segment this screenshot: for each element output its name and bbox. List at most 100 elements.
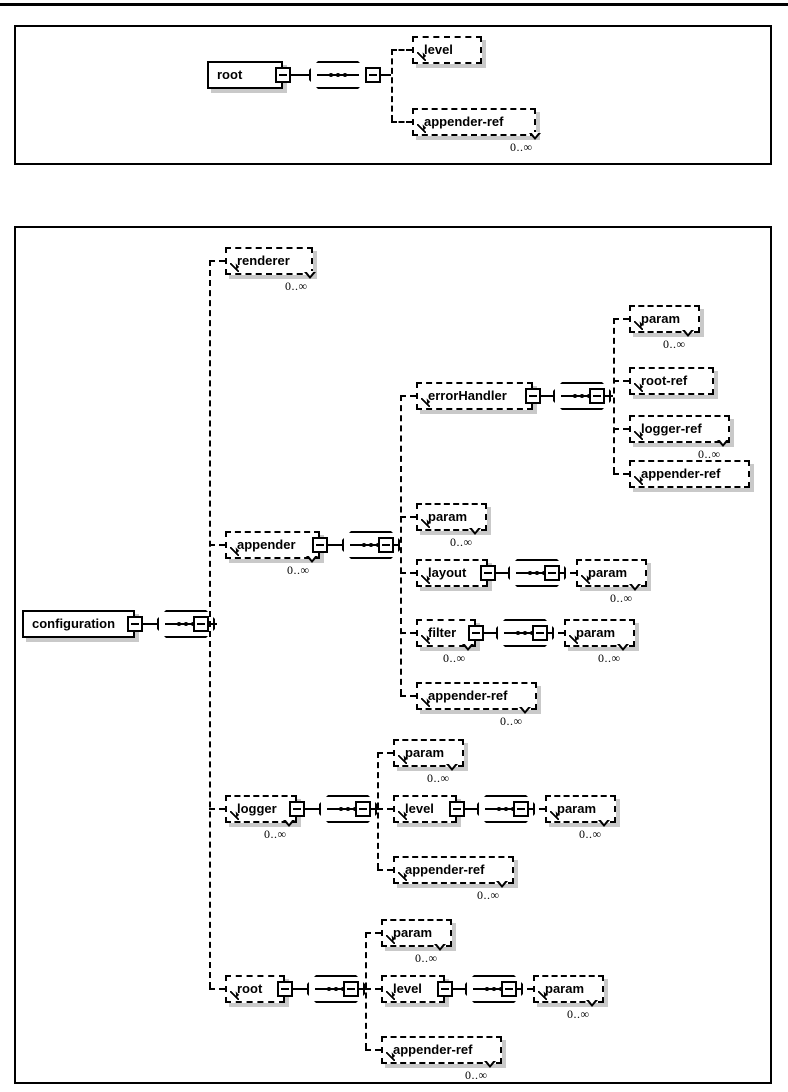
element-root-appender-ref-label: appender-ref bbox=[393, 1042, 473, 1057]
element-eh-logger-ref-label: logger-ref bbox=[641, 421, 702, 436]
element-level[interactable]: level bbox=[412, 36, 482, 64]
element-root-label: root bbox=[217, 67, 243, 82]
element-eh-appender-ref-label: appender-ref bbox=[641, 466, 721, 481]
element-logger-collapse-toggle[interactable] bbox=[289, 801, 305, 817]
element-filter-param-label: param bbox=[576, 625, 616, 640]
element-filter-param[interactable]: param bbox=[564, 619, 635, 647]
element-root-level[interactable]: level bbox=[381, 975, 445, 1003]
element-layout[interactable]: layout bbox=[416, 559, 488, 587]
branch-line-root-appender-ref bbox=[365, 1049, 381, 1051]
repeat-chevron-eh-logger-ref bbox=[717, 439, 729, 447]
branch-line-appender-ref bbox=[391, 121, 412, 123]
sequence-layout-collapse-toggle[interactable] bbox=[544, 565, 560, 581]
element-log-param[interactable]: param bbox=[393, 739, 464, 767]
repeat-chevron-root-appender-ref bbox=[484, 1060, 496, 1068]
sequence-root2-collapse-toggle[interactable] bbox=[343, 981, 359, 997]
connector-sequence-to-branch bbox=[381, 74, 391, 76]
element-root-appender-ref[interactable]: appender-ref bbox=[381, 1036, 502, 1064]
element-app-appender-ref-label: appender-ref bbox=[428, 688, 508, 703]
element-root2[interactable]: root bbox=[225, 975, 285, 1003]
element-root2-collapse-toggle[interactable] bbox=[277, 981, 293, 997]
element-root2-label: root bbox=[237, 981, 263, 996]
branch-line-layout bbox=[400, 572, 416, 574]
connector-log-level-to-sequence bbox=[465, 808, 477, 810]
repeat-chevron-app-param bbox=[469, 527, 481, 535]
element-root-level-param-label: param bbox=[545, 981, 585, 996]
connector-appender-branch bbox=[394, 544, 400, 546]
sequence-appender-collapse-toggle[interactable] bbox=[378, 537, 394, 553]
repeat-chevron-layout-param bbox=[629, 583, 641, 591]
cardinality-layout-param: 0..∞ bbox=[610, 591, 633, 605]
element-logger[interactable]: logger bbox=[225, 795, 297, 823]
sequence-root-collapse-toggle[interactable] bbox=[365, 67, 381, 83]
element-eh-logger-ref[interactable]: logger-ref bbox=[629, 415, 730, 443]
repeat-chevron-log-level-param bbox=[598, 819, 610, 827]
branch-line-eh-appender-ref bbox=[613, 473, 629, 475]
connector-logger-to-sequence bbox=[305, 808, 319, 810]
connector-configuration-to-sequence bbox=[143, 623, 157, 625]
element-eh-param-label: param bbox=[641, 311, 681, 326]
element-errorhandler[interactable]: errorHandler bbox=[416, 382, 533, 410]
element-eh-root-ref[interactable]: root-ref bbox=[629, 367, 714, 395]
element-root-collapse-toggle[interactable] bbox=[275, 67, 291, 83]
element-log-appender-ref[interactable]: appender-ref bbox=[393, 856, 514, 884]
sequence-root-level-collapse-toggle[interactable] bbox=[501, 981, 517, 997]
element-appender-label: appender bbox=[237, 537, 296, 552]
branch-line-eh-param bbox=[613, 318, 629, 320]
connector-root-level-to-sequence bbox=[453, 988, 465, 990]
element-root[interactable]: root bbox=[207, 61, 283, 89]
sequence-log-level-collapse-toggle[interactable] bbox=[513, 801, 529, 817]
branch-line-root bbox=[209, 988, 225, 990]
element-configuration[interactable]: configuration bbox=[22, 610, 135, 638]
element-level-label: level bbox=[424, 42, 453, 57]
element-appender[interactable]: appender bbox=[225, 531, 320, 559]
branch-trunk-logger bbox=[377, 752, 379, 869]
element-log-level-param[interactable]: param bbox=[545, 795, 616, 823]
repeat-chevron-appender-ref bbox=[529, 132, 541, 140]
branch-line-app-appender-ref bbox=[400, 695, 416, 697]
element-log-level[interactable]: level bbox=[393, 795, 457, 823]
element-renderer-label: renderer bbox=[237, 253, 290, 268]
cardinality-log-param: 0..∞ bbox=[427, 771, 450, 785]
root-element-diagram-frame: root level appender-ref 0..∞ bbox=[14, 25, 772, 165]
element-layout-param[interactable]: param bbox=[576, 559, 647, 587]
cardinality-app-param: 0..∞ bbox=[450, 535, 473, 549]
cardinality-renderer: 0..∞ bbox=[285, 279, 308, 293]
element-layout-collapse-toggle[interactable] bbox=[480, 565, 496, 581]
branch-trunk-errorhandler bbox=[613, 318, 615, 473]
element-root-level-param[interactable]: param bbox=[533, 975, 604, 1003]
element-root-param[interactable]: param bbox=[381, 919, 452, 947]
element-renderer[interactable]: renderer bbox=[225, 247, 313, 275]
branch-trunk-configuration bbox=[209, 260, 211, 988]
connector-appender-to-sequence bbox=[328, 544, 342, 546]
element-filter-collapse-toggle[interactable] bbox=[468, 625, 484, 641]
branch-line-logger bbox=[209, 808, 225, 810]
branch-line-filter-param bbox=[548, 632, 564, 634]
element-app-appender-ref[interactable]: appender-ref bbox=[416, 682, 537, 710]
branch-line-log-level-param bbox=[529, 808, 545, 810]
sequence-compositor-root bbox=[309, 61, 367, 89]
element-appender-collapse-toggle[interactable] bbox=[312, 537, 328, 553]
element-appender-ref[interactable]: appender-ref bbox=[412, 108, 536, 136]
branch-trunk-root2 bbox=[365, 932, 367, 1049]
branch-line-layout-param bbox=[560, 572, 576, 574]
repeat-chevron-filter bbox=[462, 643, 474, 651]
sequence-logger-collapse-toggle[interactable] bbox=[355, 801, 371, 817]
element-app-param[interactable]: param bbox=[416, 503, 487, 531]
branch-line-log-level bbox=[377, 808, 393, 810]
element-eh-param[interactable]: param bbox=[629, 305, 700, 333]
element-root-level-collapse-toggle[interactable] bbox=[437, 981, 453, 997]
cardinality-eh-param: 0..∞ bbox=[663, 337, 686, 351]
element-configuration-collapse-toggle[interactable] bbox=[127, 616, 143, 632]
sequence-errorhandler-collapse-toggle[interactable] bbox=[589, 388, 605, 404]
element-log-level-collapse-toggle[interactable] bbox=[449, 801, 465, 817]
cardinality-filter: 0..∞ bbox=[443, 651, 466, 665]
cardinality-appender-ref: 0..∞ bbox=[510, 140, 533, 154]
element-errorhandler-collapse-toggle[interactable] bbox=[525, 388, 541, 404]
sequence-configuration-collapse-toggle[interactable] bbox=[193, 616, 209, 632]
sequence-filter-collapse-toggle[interactable] bbox=[532, 625, 548, 641]
cardinality-root-appender-ref: 0..∞ bbox=[465, 1068, 488, 1082]
element-eh-appender-ref[interactable]: appender-ref bbox=[629, 460, 750, 488]
cardinality-root-param: 0..∞ bbox=[415, 951, 438, 965]
